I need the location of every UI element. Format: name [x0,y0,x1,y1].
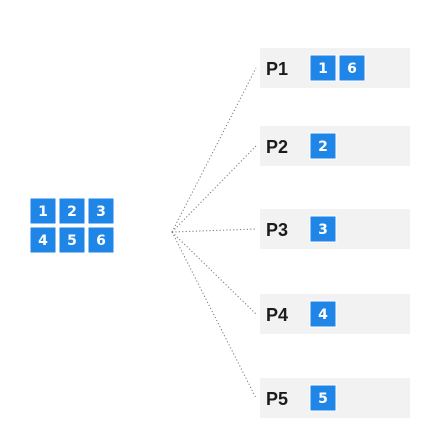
source-tile-number: 6 [96,233,106,249]
source-tile-box [29,197,57,225]
partition-row-p3: P3 3 [260,209,410,249]
connector-line-p3 [171,228,257,233]
source-tile-number: 1 [38,204,48,220]
partition-label: P4 [266,305,288,325]
connector-line-p1 [171,67,257,233]
partition-tile: 4 [309,300,337,328]
source-tile-number: 5 [67,233,77,249]
partition-row-p2: P2 2 [260,126,410,166]
partition-tile-box [309,300,337,328]
partition-label: P1 [266,59,288,79]
source-tile: 3 [87,197,115,225]
partition-tile-box [309,54,337,82]
partition-tile: 5 [309,384,337,412]
partition-tile-number: 2 [318,139,328,155]
source-tile: 4 [29,226,57,254]
connector-lines [171,67,257,399]
partition-tile-number: 1 [318,61,328,77]
partition-label: P5 [266,389,288,409]
partition-tile-box [338,54,366,82]
partition-row-p1: P1 1 6 [260,48,410,88]
partition-tile-number: 5 [318,391,328,407]
source-tile-box [58,226,86,254]
partition-tile: 2 [309,132,337,160]
source-tile: 1 [29,197,57,225]
source-tile-number: 2 [67,204,77,220]
source-tile: 2 [58,197,86,225]
connector-line-p2 [171,145,257,233]
partition-tile-box [309,215,337,243]
partition-tile-number: 4 [318,307,328,323]
partition-row-p5: P5 5 [260,378,410,418]
source-tile-number: 4 [38,233,48,249]
partition-row-p4: P4 4 [260,294,410,334]
source-tile-box [29,226,57,254]
source-tile-box [58,197,86,225]
partition-label: P2 [266,137,288,157]
partition-tile-number: 6 [347,61,357,77]
partition-tile-box [309,132,337,160]
source-tile-grid: 1 2 3 4 5 6 [29,197,115,254]
source-tile-box [87,226,115,254]
partition-tile: 6 [338,54,366,82]
partition-tile-box [309,384,337,412]
source-tile: 6 [87,226,115,254]
partition-tile: 3 [309,215,337,243]
source-tile: 5 [58,226,86,254]
source-tile-box [87,197,115,225]
connector-line-p4 [171,231,257,315]
connector-line-p5 [171,231,257,399]
partition-tile-number: 3 [318,222,328,238]
partition-label: P3 [266,220,288,240]
partition-tile: 1 [309,54,337,82]
source-tile-number: 3 [96,204,106,220]
partition-rows: P1 1 6P2 2P3 3P4 4P5 5 [260,48,410,418]
